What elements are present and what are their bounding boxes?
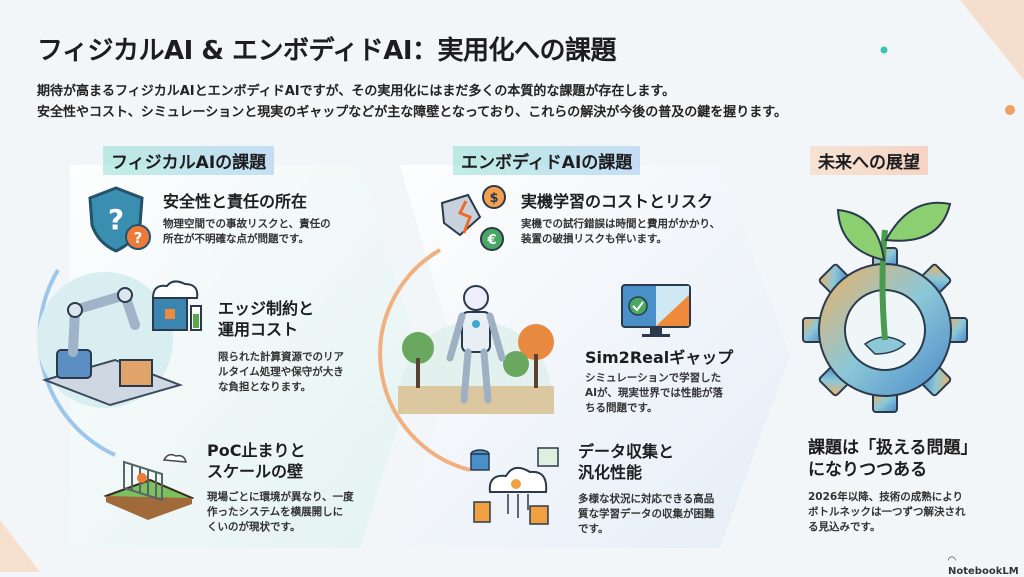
corner-decoration bbox=[960, 0, 1024, 80]
svg-text:$: $ bbox=[489, 191, 498, 206]
item-safety-title: 安全性と責任の所在 bbox=[163, 192, 308, 211]
heading-physical-ai: フィジカルAIの課題 bbox=[103, 146, 275, 175]
shield-question-icon: ? ? bbox=[88, 186, 151, 253]
page-title: フィジカルAI & エンボディドAI：実用化への課題 bbox=[37, 36, 617, 66]
item-edge-desc: 限られた計算資源でのリアルタイム処理や保守が大きな負担となります。 bbox=[218, 351, 344, 393]
future-desc: 2026年以降、技術の成熟によりボトルネックは一つずつ解決される見込みです。 bbox=[808, 491, 966, 533]
gear-sprout-illustration bbox=[802, 201, 968, 413]
item-data-desc: 多様な状況に対応できる高品質な学習データの収集が困難です。 bbox=[578, 493, 715, 535]
item-poc-desc: 現場ごとに環境が異なり、一度作ったシステムを横展開しにくいのが現状です。 bbox=[207, 491, 354, 533]
notebooklm-logo-icon: ◠ bbox=[948, 555, 956, 566]
corner-decoration bbox=[0, 520, 40, 572]
svg-text:?: ? bbox=[108, 203, 124, 236]
notebooklm-brand: ◠ NotebookLM bbox=[948, 555, 1019, 577]
panel-embodied bbox=[400, 165, 790, 548]
flow-arc-center bbox=[378, 248, 471, 472]
gate-wall-icon bbox=[103, 453, 194, 520]
data-cloud-icon bbox=[470, 447, 559, 525]
humanoid-robot-illustration bbox=[398, 285, 554, 414]
svg-text:€: € bbox=[486, 233, 496, 248]
item-sim2real-title: Sim2Realギャップ bbox=[585, 348, 734, 367]
edge-chip-cloud-icon bbox=[151, 280, 202, 331]
broken-robot-cost-icon: $ € bbox=[440, 185, 506, 251]
sim2real-monitor-icon bbox=[621, 284, 691, 337]
item-edge-title: エッジ制約と運用コスト bbox=[218, 299, 315, 339]
panel-physical bbox=[70, 165, 420, 548]
subtitle-line-1: 期待が高まるフィジカルAIとエンボディドAIですが、その実用化にはまだ多くの本質… bbox=[37, 84, 676, 99]
heading-embodied-ai: エンボディドAIの課題 bbox=[453, 146, 641, 175]
heading-future: 未来への展望 bbox=[810, 146, 928, 175]
item-real-cost-desc: 実機での試行錯誤は時間と費用がかかり、装置の破損リスクも伴います。 bbox=[521, 218, 721, 245]
svg-text:?: ? bbox=[134, 229, 143, 247]
item-poc-title: PoC止まりとスケールの壁 bbox=[207, 441, 306, 481]
subtitle-line-2: 安全性やコスト、シミュレーションと現実のギャップなどが主な障壁となっており、これ… bbox=[37, 105, 787, 120]
item-data-title: データ収集と汎化性能 bbox=[578, 442, 675, 482]
future-title: 課題は「扱える問題」になりつつある bbox=[808, 438, 978, 480]
dot-decoration bbox=[1005, 105, 1015, 115]
dot-decoration bbox=[880, 46, 888, 54]
item-real-cost-title: 実機学習のコストとリスク bbox=[521, 192, 714, 211]
robot-arm-illustration bbox=[37, 272, 184, 408]
flow-arc-left bbox=[37, 268, 116, 457]
item-safety-desc: 物理空間での事故リスクと、責任の所在が不明確な点が問題です。 bbox=[163, 218, 331, 245]
